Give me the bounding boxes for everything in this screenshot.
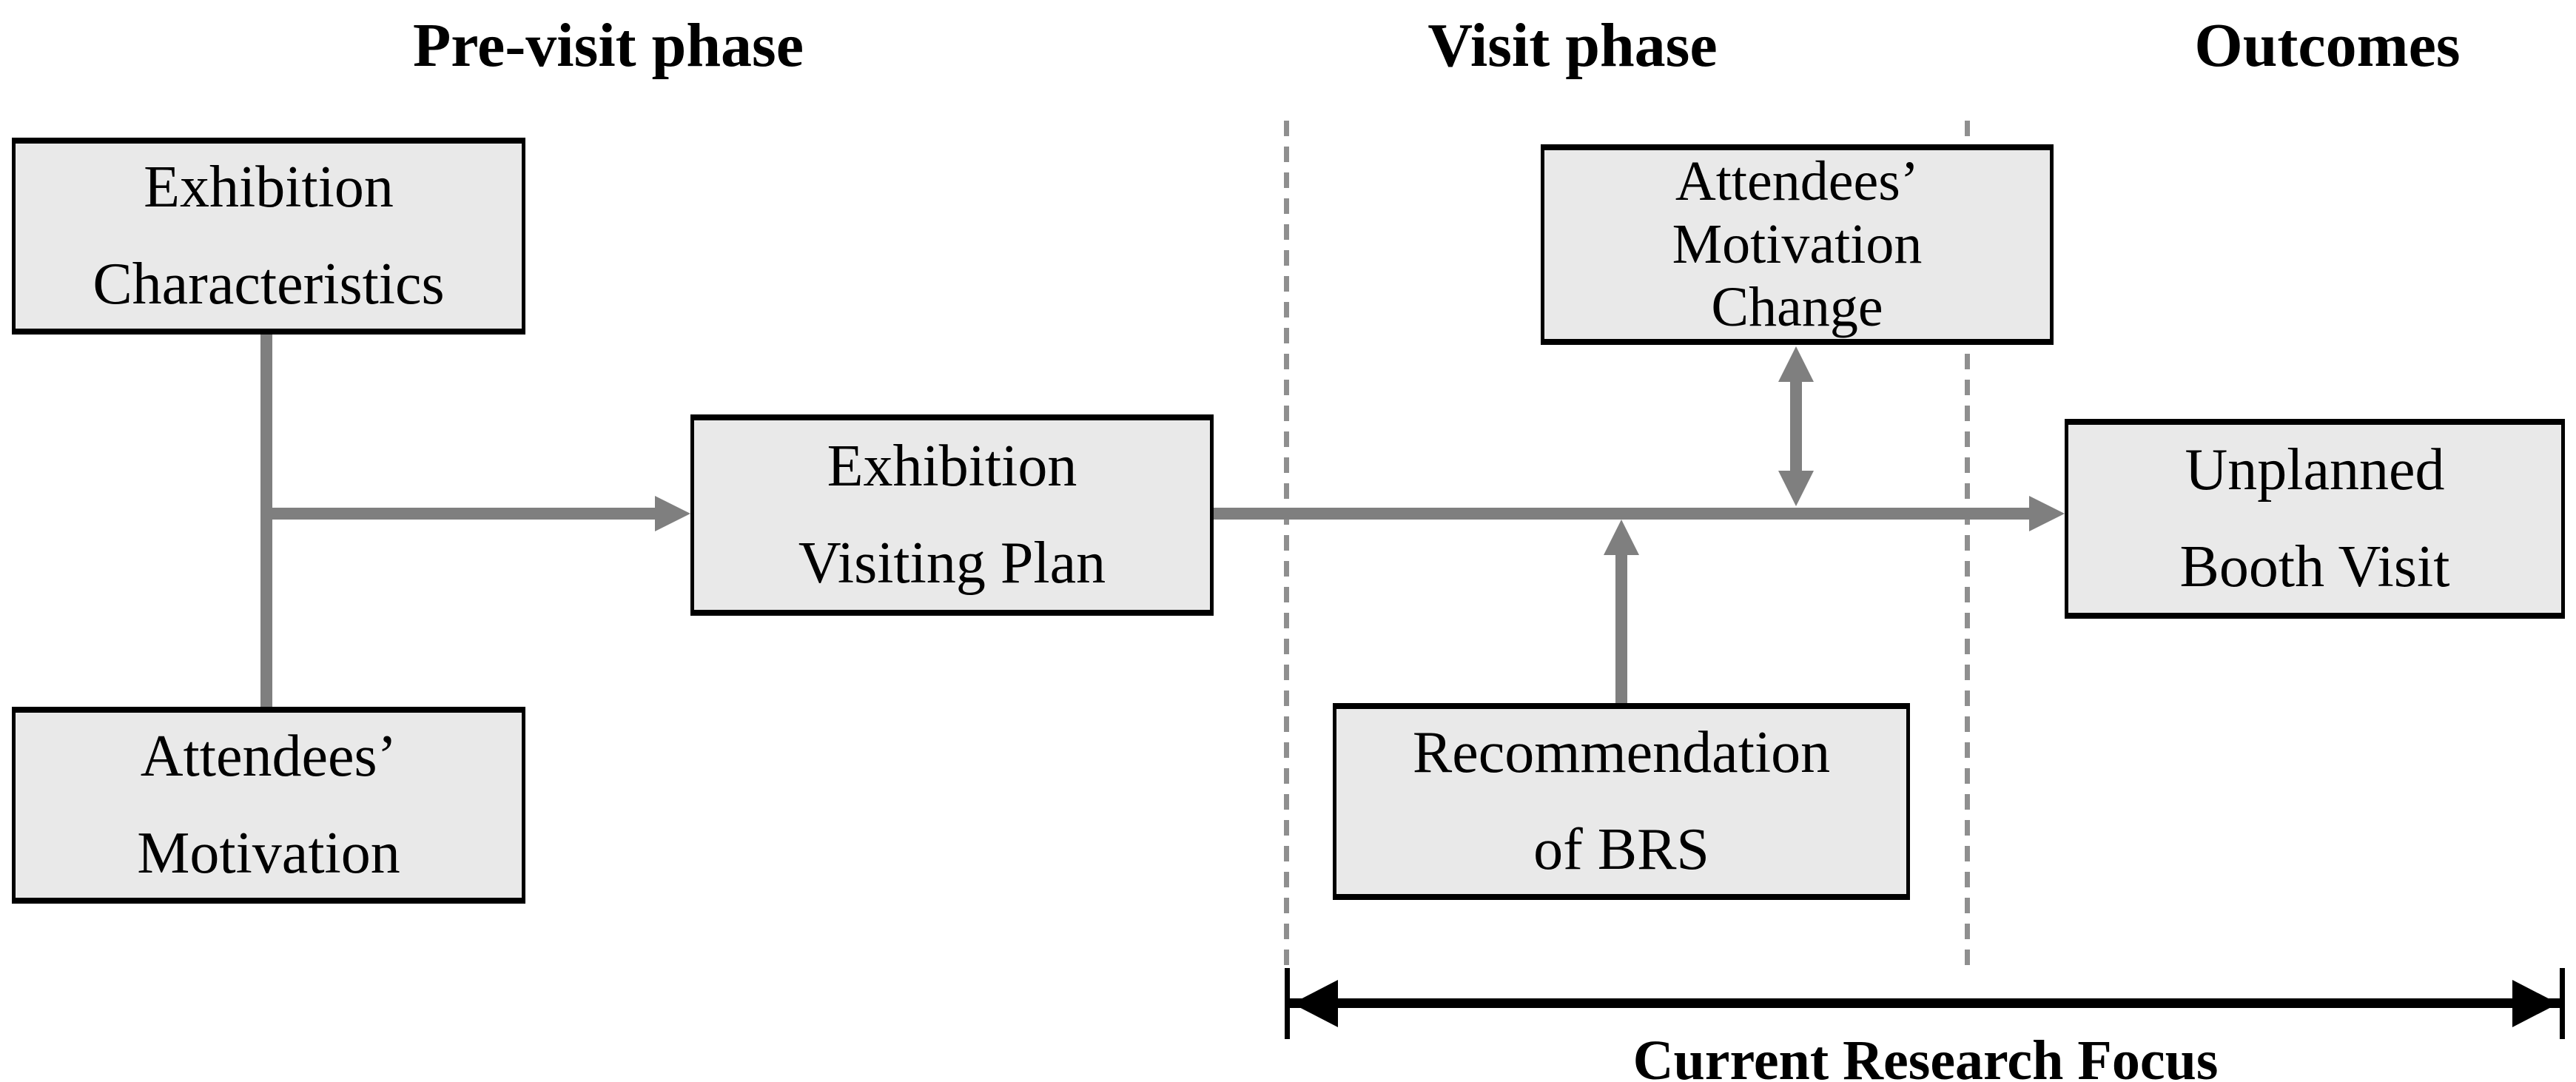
dashed-divider-visit-outcomes (1965, 121, 1970, 966)
connector-motivation-change-bidirectional (1790, 382, 1802, 471)
arrowhead-right-icon (2029, 496, 2065, 531)
arrowhead-up-icon (1778, 346, 1814, 382)
node-label-line: of BRS (1533, 817, 1709, 882)
connector-brs-to-main-path (1615, 555, 1627, 703)
arrowhead-right-icon (655, 496, 690, 531)
node-label-line: Motivation (137, 821, 400, 886)
phase-header-visit: Visit phase (1427, 11, 1718, 80)
research-focus-arrow-shaft (1289, 998, 2562, 1008)
node-label-line: Exhibition (144, 154, 394, 220)
arrowhead-up-icon (1604, 520, 1639, 555)
node-label-line: Visiting Plan (798, 531, 1106, 596)
node-label-line: Booth Visit (2179, 534, 2450, 599)
node-label-line: Recommendation (1412, 719, 1831, 785)
research-focus-end-bar (2560, 968, 2565, 1039)
connector-to-visiting-plan (260, 508, 655, 520)
research-focus-end-bar (1285, 968, 1290, 1039)
node-unplanned-booth-visit: Unplanned Booth Visit (2065, 419, 2565, 619)
node-label-line: Attendees’ (140, 723, 397, 789)
node-label-line: Change (1711, 276, 1883, 339)
phase-header-previsit: Pre-visit phase (412, 11, 804, 80)
arrowhead-down-icon (1778, 471, 1814, 506)
node-exhibition-visiting-plan: Exhibition Visiting Plan (690, 414, 1214, 616)
phase-header-outcomes: Outcomes (2194, 11, 2461, 80)
node-label-line: Unplanned (2185, 437, 2445, 503)
node-exhibition-characteristics: Exhibition Characteristics (12, 138, 525, 335)
node-attendees-motivation: Attendees’ Motivation (12, 707, 525, 904)
node-label-line: Exhibition (827, 433, 1077, 499)
node-recommendation-of-brs: Recommendation of BRS (1333, 703, 1910, 900)
node-label-line: Attendees’ (1675, 149, 1920, 212)
connector-characteristics-to-motivation (260, 335, 272, 707)
research-focus-label: Current Research Focus (1632, 1029, 2219, 1082)
connector-visiting-plan-to-unplanned-visit (1214, 508, 2029, 520)
node-label-line: Motivation (1672, 212, 1923, 275)
node-label-line: Characteristics (93, 252, 445, 317)
arrowhead-right-icon (2512, 980, 2558, 1027)
arrowhead-left-icon (1292, 980, 1338, 1027)
node-attendees-motivation-change: Attendees’ Motivation Change (1541, 144, 2054, 345)
dashed-divider-previsit-visit (1284, 121, 1289, 966)
